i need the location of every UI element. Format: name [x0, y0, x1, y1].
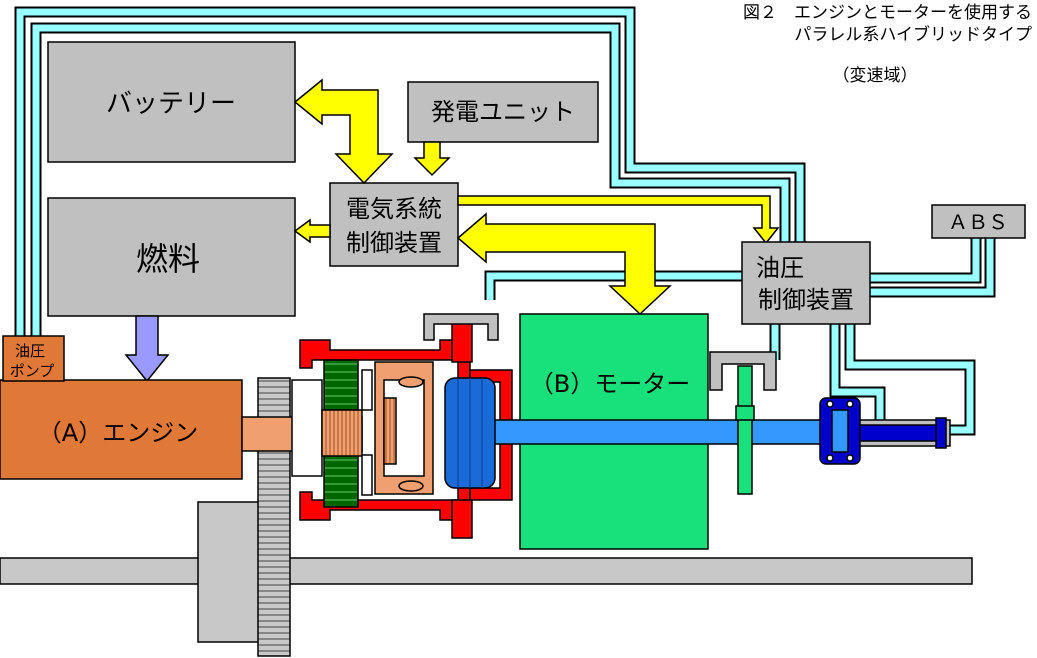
oil-pump-block: 油圧 ポンプ [2, 335, 65, 382]
fuel-label: 燃料 [136, 240, 200, 278]
sun-gear [321, 409, 363, 457]
clutch-assembly [291, 321, 513, 539]
hydraulic-controller-label-1: 油圧 [756, 254, 804, 282]
generator-label: 発電ユニット [431, 98, 575, 126]
arrow-generator-controller [413, 141, 451, 177]
axle-shaft [0, 557, 973, 585]
oil-pump-label-1: 油圧 [15, 342, 45, 360]
electrical-controller-label-2: 制御装置 [346, 229, 442, 257]
electrical-controller-block: 電気系統 制御装置 [329, 182, 459, 267]
carrier-teeth [383, 397, 397, 465]
engine-block: （A）エンジン [0, 379, 243, 480]
title-line-1: 図２ エンジンとモーターを使用する [743, 2, 1032, 23]
output-gear-block [197, 501, 269, 643]
arrow-controller-hydraulic [457, 195, 780, 245]
figure-title: 図２ エンジンとモーターを使用する パラレル系ハイブリッドタイプ （変速域） [743, 2, 1032, 86]
motor-shaft [489, 419, 836, 445]
abs-block: ＡＢＳ [931, 204, 1026, 239]
fuel-block: 燃料 [47, 197, 296, 317]
hydraulic-pipes [14, 6, 996, 436]
coupling [819, 397, 861, 465]
engine-label: （A）エンジン [38, 419, 198, 447]
hydraulic-controller-label-2: 制御装置 [758, 286, 854, 314]
clutch-top-stub [451, 321, 473, 363]
battery-label: バッテリー [106, 89, 236, 119]
arrow-controller-fuel [293, 218, 331, 244]
title-subtitle: （変速域） [833, 66, 918, 86]
motor-label: （B）モーター [530, 370, 690, 398]
oil-pump-label-2: ポンプ [10, 362, 55, 380]
yellow-arrows [293, 78, 780, 316]
hydraulic-actuator [859, 417, 951, 449]
title-line-2: パラレル系ハイブリッドタイプ [794, 24, 1032, 45]
hydraulic-controller-block: 油圧 制御装置 [741, 241, 871, 325]
clutch-bottom-stub [451, 499, 473, 539]
arrow-fuel-engine [124, 315, 170, 383]
planet-gear-bottom [323, 454, 359, 508]
electrical-controller-label-1: 電気系統 [346, 195, 442, 223]
generator-block: 発電ユニット [407, 81, 599, 143]
arrow-battery-controller [293, 78, 394, 185]
abs-label: ＡＢＳ [948, 210, 1008, 234]
battery-block: バッテリー [47, 41, 296, 163]
bearing-upper [423, 313, 499, 341]
bearing-right [709, 351, 777, 495]
planet-gear-top [323, 359, 359, 411]
